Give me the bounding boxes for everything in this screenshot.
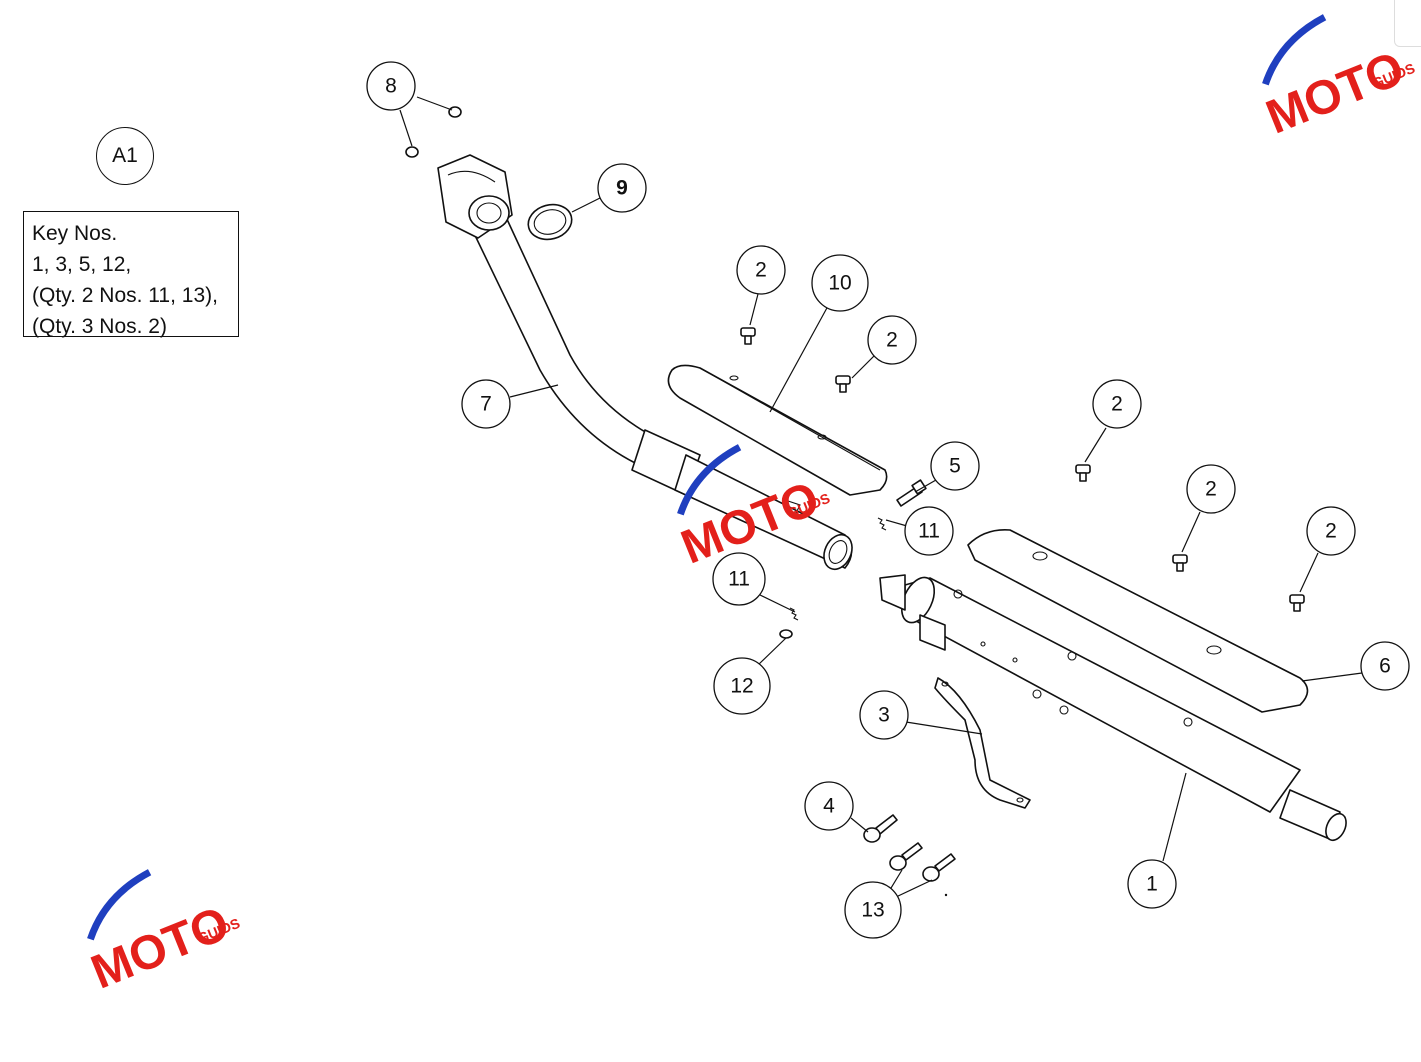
- callout-2-c: 2: [1092, 379, 1142, 429]
- callout-11-b: 11: [712, 552, 766, 606]
- callout-9: 9: [597, 163, 647, 213]
- gasket-ring-part: [527, 203, 573, 241]
- callout-2-e: 2: [1306, 506, 1356, 556]
- watermark-logo-top-right: MOTO GUIDS: [1259, 14, 1417, 145]
- callout-7: 7: [461, 379, 511, 429]
- flange-bolt-parts: [889, 842, 956, 882]
- stray-dot: [944, 893, 948, 897]
- svg-text:1: 1: [1146, 873, 1158, 896]
- callout-11-a: 11: [904, 506, 954, 556]
- callout-13: 13: [844, 881, 902, 939]
- svg-text:2: 2: [1325, 520, 1337, 543]
- spring-part: [789, 517, 887, 621]
- heat-shield-screws: [740, 327, 1305, 612]
- figure-label: A1: [96, 127, 154, 185]
- svg-text:11: 11: [728, 568, 750, 591]
- callout-3: 3: [859, 690, 909, 740]
- clamp-bolt-part: [896, 479, 927, 507]
- svg-text:2: 2: [1205, 478, 1217, 501]
- callout-12: 12: [713, 657, 771, 715]
- silencer-part: [879, 574, 1347, 842]
- callout-2-d: 2: [1186, 464, 1236, 514]
- header-pipe-part: [437, 154, 853, 571]
- plug-part: [779, 629, 793, 639]
- leader-lines: [399, 96, 1363, 898]
- svg-text:12: 12: [730, 675, 753, 698]
- svg-text:6: 6: [1379, 655, 1391, 678]
- window-corner-tab: [1394, 0, 1421, 47]
- svg-text:10: 10: [828, 272, 851, 295]
- key-line-4: (Qty. 3 Nos. 2): [32, 315, 167, 338]
- mounting-bracket-part: [934, 677, 1031, 809]
- svg-text:4: 4: [823, 795, 835, 818]
- svg-text:7: 7: [480, 393, 492, 416]
- upper-heat-shield-part: [667, 364, 888, 496]
- svg-text:13: 13: [861, 899, 884, 922]
- svg-text:2: 2: [1111, 393, 1123, 416]
- svg-text:2: 2: [755, 259, 767, 282]
- callout-5: 5: [930, 441, 980, 491]
- key-numbers-box: Key Nos. 1, 3, 5, 12, (Qty. 2 Nos. 11, 1…: [23, 211, 239, 338]
- callout-8: 8: [366, 61, 416, 111]
- key-line-3: (Qty. 2 Nos. 11, 13),: [32, 284, 218, 307]
- svg-text:8: 8: [385, 75, 397, 98]
- callout-1: 1: [1127, 859, 1177, 909]
- svg-text:2: 2: [886, 329, 898, 352]
- watermark-logo-bottom-left: MOTO GUIDS: [84, 869, 242, 1000]
- key-line-2: 1, 3, 5, 12,: [32, 253, 132, 276]
- bracket-bolt-part: [863, 814, 898, 843]
- callout-4: 4: [804, 781, 854, 831]
- key-line-1: Key Nos.: [32, 222, 118, 245]
- callout-2-a: 2: [736, 245, 786, 295]
- svg-text:5: 5: [949, 455, 961, 478]
- svg-text:11: 11: [918, 520, 940, 543]
- callout-2-b: 2: [867, 315, 917, 365]
- callout-6: 6: [1360, 641, 1410, 691]
- svg-text:9: 9: [616, 177, 628, 200]
- flange-nut-part: [405, 106, 462, 158]
- lower-heat-shield-part: [967, 528, 1309, 713]
- callout-10: 10: [811, 254, 869, 312]
- svg-text:3: 3: [878, 704, 890, 727]
